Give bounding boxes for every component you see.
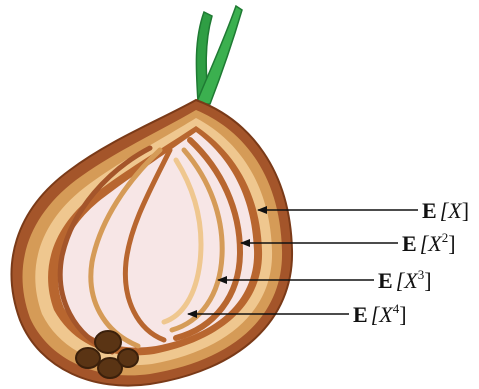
label-moment-1: E[X] bbox=[422, 198, 469, 223]
root-node-1 bbox=[76, 348, 100, 368]
onion-sprout bbox=[196, 6, 242, 104]
root-node-2 bbox=[95, 331, 121, 353]
labels: E[X] E[X2] E[X3] E[X4] bbox=[353, 198, 469, 327]
label-moment-3: E[X3] bbox=[378, 267, 432, 293]
label-moment-4: E[X4] bbox=[353, 301, 407, 327]
label-moment-2: E[X2] bbox=[402, 230, 456, 256]
root-node-4 bbox=[118, 349, 138, 367]
